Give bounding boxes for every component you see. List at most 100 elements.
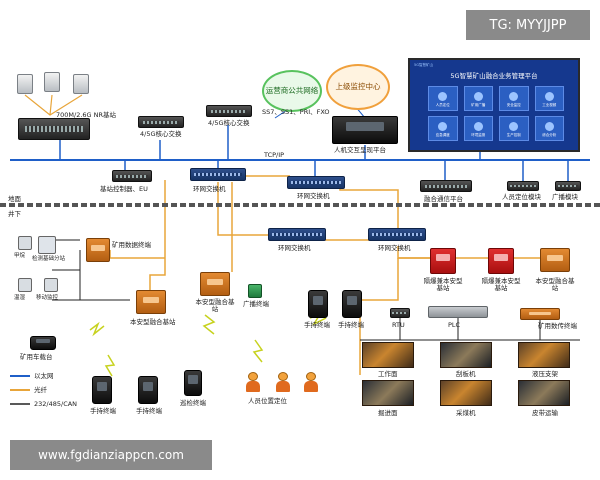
fiber-branch-7 — [109, 250, 165, 259]
tile-label: 环境监测 — [471, 133, 486, 137]
handset-1-label: 手持终端 — [90, 407, 116, 415]
handset-1 — [92, 376, 112, 404]
explosion-bts-1 — [430, 248, 456, 274]
legend-fiber-label: 光纤 — [34, 386, 47, 394]
mine-terminal-label: 矿用数据终端 — [112, 241, 151, 249]
tile-icon — [473, 122, 483, 131]
tile-label: 综合分析 — [542, 133, 557, 137]
tile-label: 工业视频 — [542, 103, 557, 107]
fusion-bts-1 — [136, 290, 166, 314]
watermark-top: TG: MYYJJPP — [466, 10, 590, 40]
fusion-bts-1-label: 本安型融合基站 — [130, 318, 176, 326]
methane-sensor-icon — [18, 236, 32, 250]
tile-icon — [509, 92, 519, 101]
broadcast-terminal — [248, 284, 262, 298]
fusion-bts-2-label: 本安型融合基站 — [195, 298, 235, 314]
platform-tiles: 人员定位 矿用广播 安全监控 工业视频 应急调度 环境监测 生产控制 综合分析 — [428, 86, 564, 141]
scene-photo-belt-conveyor — [518, 380, 570, 406]
tile-label: 人员定位 — [435, 103, 450, 107]
scene-photo-hydraulic-support — [518, 342, 570, 368]
miner-body — [246, 381, 260, 392]
carrier-network-cloud: 运营商公共网络 — [262, 70, 322, 112]
fusion-platform-label: 融合通信平台 — [424, 195, 463, 203]
wireless-2 — [252, 339, 264, 363]
bsc-label: 基站控制器、EU — [100, 185, 148, 193]
handset-2 — [138, 376, 158, 404]
fusion-bts-3-label: 本安型融合基站 — [535, 277, 575, 293]
plc-label: PLC — [448, 321, 461, 329]
broadcast-module — [555, 181, 581, 191]
tile-label: 矿用广播 — [471, 103, 486, 107]
platform-tile: 综合分析 — [534, 116, 564, 141]
wireless-3 — [104, 354, 116, 377]
handset-4 — [342, 290, 362, 318]
miner-body — [276, 381, 290, 392]
scene-5-label: 采煤机 — [456, 409, 476, 417]
tile-icon — [544, 122, 554, 131]
mine-transfer-terminal — [520, 308, 560, 320]
broadcast-module-label: 广播模块 — [552, 193, 578, 201]
fusion-bts-3 — [540, 248, 570, 272]
core-switch-1-label: 4/5G核心交换 — [140, 130, 182, 138]
scene-4-label: 掘进面 — [378, 409, 398, 417]
temp-sensor-icon — [18, 278, 32, 292]
personnel-positioning-label: 人员位置定位 — [248, 397, 287, 405]
nr-antenna-icon — [44, 72, 60, 92]
positioning-module-label: 人员定位模块 — [502, 193, 541, 201]
mine-data-terminal — [86, 238, 110, 262]
underground-label: 井下 — [8, 210, 21, 218]
platform-tile: 工业视频 — [534, 86, 564, 111]
ring-switch-3 — [268, 228, 326, 241]
ring-switch-4-label: 环网交换机 — [378, 244, 411, 252]
core-switch-2-label: 4/5G核心交换 — [208, 119, 250, 127]
ring-switch-1 — [190, 168, 246, 181]
scene-6-label: 皮带运输 — [532, 409, 558, 417]
fusion-comm-platform — [420, 180, 472, 192]
explosion-bts-1-label: 隔爆兼本安型基站 — [423, 277, 463, 293]
hmi-console — [332, 116, 398, 144]
surface-label: 地面 — [8, 195, 21, 203]
tile-label: 应急调度 — [435, 133, 450, 137]
fusion-bts-2 — [200, 272, 230, 296]
vehicle-terminal-label: 矿用车载台 — [20, 353, 53, 361]
miner-helmet — [248, 372, 258, 381]
ring-switch-4 — [368, 228, 426, 241]
platform-tile: 应急调度 — [428, 116, 458, 141]
scene-photo-shearer — [440, 380, 492, 406]
monitor-center-cloud: 上级监控中心 — [326, 64, 390, 110]
fiber-ring — [217, 182, 399, 241]
platform-tile: 安全监控 — [499, 86, 529, 111]
ring-switch-1-label: 环网交换机 — [193, 185, 226, 193]
platform-tag: 5G智慧矿山 — [414, 63, 433, 67]
wireless-1 — [89, 321, 105, 337]
platform-tile: 人员定位 — [428, 86, 458, 111]
sensor-3-label: 温湿 — [14, 295, 26, 301]
nr-bts-label: 700M/2.6G NR基站 — [56, 111, 117, 119]
explosion-bts-2 — [488, 248, 514, 274]
miner-icon — [276, 372, 290, 392]
substation-icon — [38, 236, 56, 254]
platform-title: 5G智慧矿山融合业务管理平台 — [450, 72, 538, 80]
inspection-terminal — [184, 370, 202, 396]
core-switch-2 — [206, 105, 252, 117]
handset-2-label: 手持终端 — [136, 407, 162, 415]
legend-ethernet-label: 以太网 — [34, 372, 54, 380]
scene-photo-tunneling — [362, 380, 414, 406]
handset-3-label: 手持终端 — [304, 321, 330, 329]
wireless-4 — [202, 314, 216, 335]
broadcast-terminal-label: 广播终端 — [243, 300, 269, 308]
explosion-bts-2-label: 隔爆兼本安型基站 — [481, 277, 521, 293]
platform-tile: 环境监测 — [463, 116, 493, 141]
tcpip-label: TCP/IP — [264, 151, 285, 159]
sensor-2-label: 检测基础分站 — [32, 256, 66, 262]
miner-helmet — [306, 372, 316, 381]
miner-icon — [304, 372, 318, 392]
handset-4-label: 手持终端 — [338, 321, 364, 329]
handset-3 — [308, 290, 328, 318]
scene-1-label: 工作面 — [378, 370, 398, 378]
scene-photo-scraper — [440, 342, 492, 368]
base-station-controller — [112, 170, 152, 182]
plc-device — [428, 306, 488, 318]
rtu-device — [390, 308, 410, 318]
fiber-branch-6 — [359, 258, 399, 375]
